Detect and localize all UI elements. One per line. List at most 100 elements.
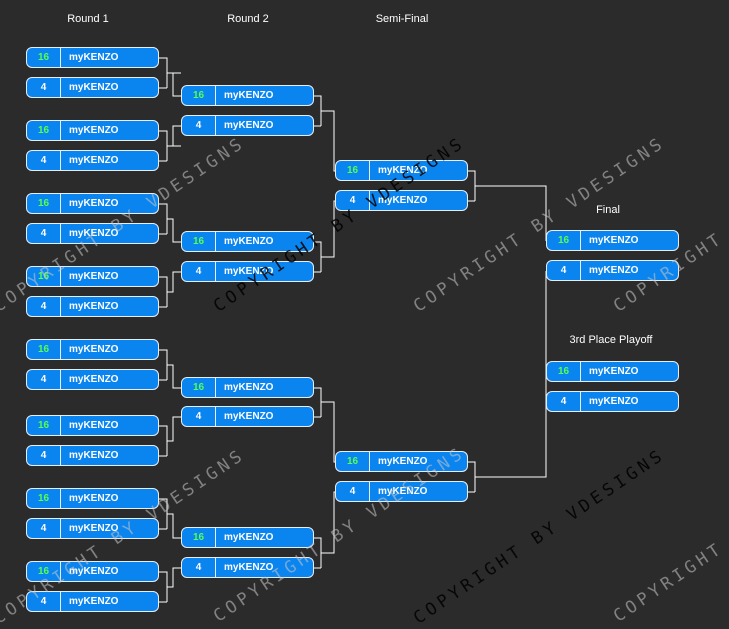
round1-slot-7[interactable]: 16 myKENZO: [26, 266, 159, 287]
round-1-title: Round 1: [67, 13, 109, 25]
team-name: myKENZO: [69, 52, 119, 63]
seed-badge: 4: [27, 151, 61, 170]
seed-badge: 16: [27, 416, 61, 435]
team-name: myKENZO: [589, 265, 639, 276]
seed-badge: 4: [27, 370, 61, 389]
round2-slot-5[interactable]: 16 myKENZO: [181, 377, 314, 398]
seed-badge: 4: [547, 392, 581, 411]
team-name: myKENZO: [589, 396, 639, 407]
seed-badge: 16: [182, 232, 216, 251]
round-2-title: Round 2: [227, 13, 269, 25]
team-name: myKENZO: [224, 562, 274, 573]
seed-badge: 4: [27, 446, 61, 465]
semi-final-title: Semi-Final: [375, 13, 429, 25]
round1-slot-4[interactable]: 4 myKENZO: [26, 150, 159, 171]
team-name: myKENZO: [378, 486, 428, 497]
team-name: myKENZO: [224, 266, 274, 277]
third-place-slot-1[interactable]: 16 myKENZO: [546, 361, 679, 382]
team-name: myKENZO: [69, 523, 119, 534]
seed-badge: 4: [182, 262, 216, 281]
seed-badge: 16: [547, 362, 581, 381]
seed-badge: 4: [27, 519, 61, 538]
round2-slot-8[interactable]: 4 myKENZO: [181, 557, 314, 578]
semi-slot-2[interactable]: 4 myKENZO: [335, 190, 468, 211]
seed-badge: 16: [547, 231, 581, 250]
team-name: myKENZO: [69, 301, 119, 312]
seed-badge: 4: [27, 297, 61, 316]
team-name: myKENZO: [224, 90, 274, 101]
team-name: myKENZO: [224, 532, 274, 543]
seed-badge: 16: [27, 194, 61, 213]
team-name: myKENZO: [69, 566, 119, 577]
semi-slot-3[interactable]: 16 myKENZO: [335, 451, 468, 472]
team-name: myKENZO: [69, 374, 119, 385]
final-slot-1[interactable]: 16 myKENZO: [546, 230, 679, 251]
final-slot-2[interactable]: 4 myKENZO: [546, 260, 679, 281]
team-name: myKENZO: [378, 195, 428, 206]
round2-slot-4[interactable]: 4 myKENZO: [181, 261, 314, 282]
seed-badge: 4: [27, 78, 61, 97]
round2-slot-3[interactable]: 16 myKENZO: [181, 231, 314, 252]
seed-badge: 16: [27, 340, 61, 359]
third-place-slot-2[interactable]: 4 myKENZO: [546, 391, 679, 412]
seed-badge: 16: [27, 489, 61, 508]
round1-slot-5[interactable]: 16 myKENZO: [26, 193, 159, 214]
seed-badge: 16: [182, 86, 216, 105]
round2-slot-1[interactable]: 16 myKENZO: [181, 85, 314, 106]
seed-badge: 4: [182, 407, 216, 426]
team-name: myKENZO: [378, 165, 428, 176]
round2-slot-7[interactable]: 16 myKENZO: [181, 527, 314, 548]
team-name: myKENZO: [69, 420, 119, 431]
team-name: myKENZO: [69, 198, 119, 209]
round1-slot-3[interactable]: 16 myKENZO: [26, 120, 159, 141]
team-name: myKENZO: [69, 125, 119, 136]
team-name: myKENZO: [589, 366, 639, 377]
round1-slot-15[interactable]: 16 myKENZO: [26, 561, 159, 582]
round2-slot-2[interactable]: 4 myKENZO: [181, 115, 314, 136]
seed-badge: 16: [336, 161, 370, 180]
semi-slot-1[interactable]: 16 myKENZO: [335, 160, 468, 181]
watermark-text: COPYRIGHT BY VDESIGNS: [610, 133, 729, 317]
round1-slot-1[interactable]: 16 myKENZO: [26, 47, 159, 68]
seed-badge: 4: [182, 558, 216, 577]
seed-badge: 16: [27, 48, 61, 67]
team-name: myKENZO: [224, 236, 274, 247]
round2-slot-6[interactable]: 4 myKENZO: [181, 406, 314, 427]
watermark-text: COPYRIGHT BY VDESIGNS: [610, 443, 729, 627]
watermark-text: COPYRIGHT BY VDESIGNS: [410, 444, 670, 629]
seed-badge: 4: [27, 224, 61, 243]
round1-slot-12[interactable]: 4 myKENZO: [26, 445, 159, 466]
round1-slot-14[interactable]: 4 myKENZO: [26, 518, 159, 539]
round1-slot-8[interactable]: 4 myKENZO: [26, 296, 159, 317]
seed-badge: 4: [27, 592, 61, 611]
seed-badge: 16: [27, 121, 61, 140]
seed-badge: 4: [336, 482, 370, 501]
team-name: myKENZO: [69, 450, 119, 461]
seed-badge: 4: [182, 116, 216, 135]
team-name: myKENZO: [589, 235, 639, 246]
team-name: myKENZO: [69, 596, 119, 607]
third-place-title: 3rd Place Playoff: [569, 334, 653, 346]
round1-slot-2[interactable]: 4 myKENZO: [26, 77, 159, 98]
team-name: myKENZO: [224, 120, 274, 131]
seed-badge: 16: [336, 452, 370, 471]
round1-slot-16[interactable]: 4 myKENZO: [26, 591, 159, 612]
semi-slot-4[interactable]: 4 myKENZO: [335, 481, 468, 502]
team-name: myKENZO: [69, 271, 119, 282]
team-name: myKENZO: [378, 456, 428, 467]
round1-slot-11[interactable]: 16 myKENZO: [26, 415, 159, 436]
round1-slot-10[interactable]: 4 myKENZO: [26, 369, 159, 390]
team-name: myKENZO: [69, 155, 119, 166]
seed-badge: 16: [182, 528, 216, 547]
seed-badge: 16: [27, 562, 61, 581]
seed-badge: 16: [27, 267, 61, 286]
team-name: myKENZO: [69, 82, 119, 93]
team-name: myKENZO: [224, 382, 274, 393]
seed-badge: 16: [182, 378, 216, 397]
seed-badge: 4: [547, 261, 581, 280]
seed-badge: 4: [336, 191, 370, 210]
team-name: myKENZO: [224, 411, 274, 422]
